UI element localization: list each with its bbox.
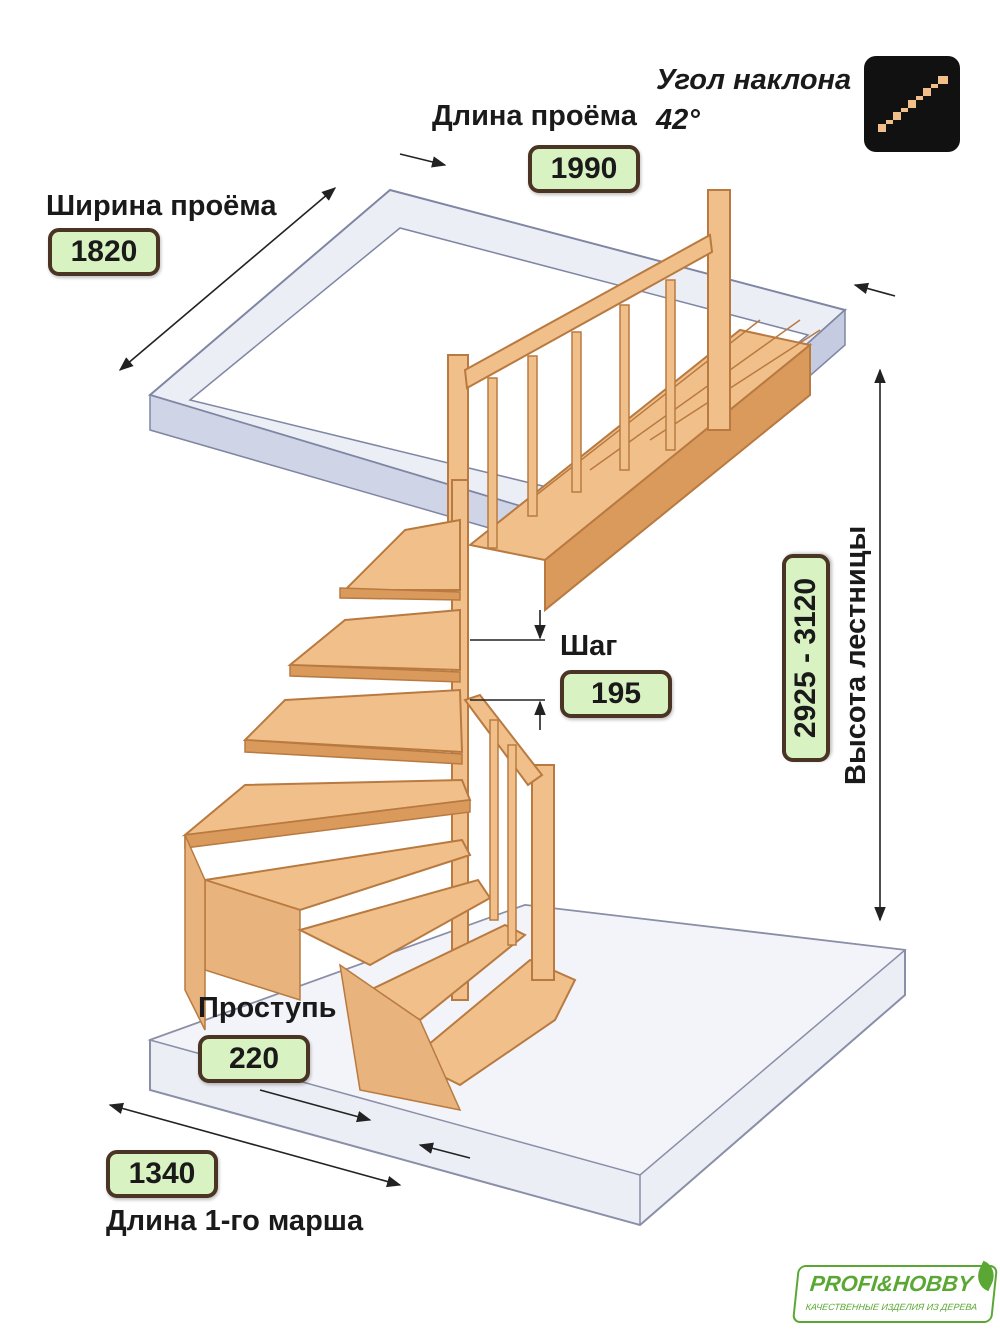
- tread-label: Проступь: [198, 992, 337, 1024]
- winder-treads: [181, 518, 577, 1112]
- opening-length-label: Длина проёма: [432, 100, 637, 132]
- first-flight-label: Длина 1-го марша: [106, 1205, 364, 1237]
- angle-title-label: Угол наклона: [656, 64, 852, 96]
- dimension-lines: [108, 153, 896, 1188]
- upper-railing: [447, 189, 731, 556]
- stair-height-value: 2925 - 3120: [782, 554, 830, 762]
- stair-angle-icon: [864, 56, 960, 152]
- opening-width-value: 1820: [48, 228, 160, 276]
- step-label: Шаг: [560, 630, 618, 662]
- brand-logo: PROFI&HOBBY КАЧЕСТВЕННЫЕ ИЗДЕЛИЯ ИЗ ДЕРЕ…: [791, 1260, 1000, 1323]
- opening-width-label: Ширина проёма: [46, 190, 277, 222]
- lower-railing: [463, 693, 555, 981]
- first-flight-value: 1340: [106, 1150, 218, 1198]
- angle-value-label: 42°: [656, 104, 700, 136]
- tread-value: 220: [198, 1035, 310, 1083]
- opening-length-value: 1990: [528, 145, 640, 193]
- stair-height-label: Высота лестницы: [840, 525, 872, 785]
- brand-name: PROFI&HOBBY: [808, 1271, 974, 1296]
- step-value: 195: [560, 670, 672, 718]
- brand-tagline: КАЧЕСТВЕННЫЕ ИЗДЕЛИЯ ИЗ ДЕРЕВА: [805, 1302, 978, 1312]
